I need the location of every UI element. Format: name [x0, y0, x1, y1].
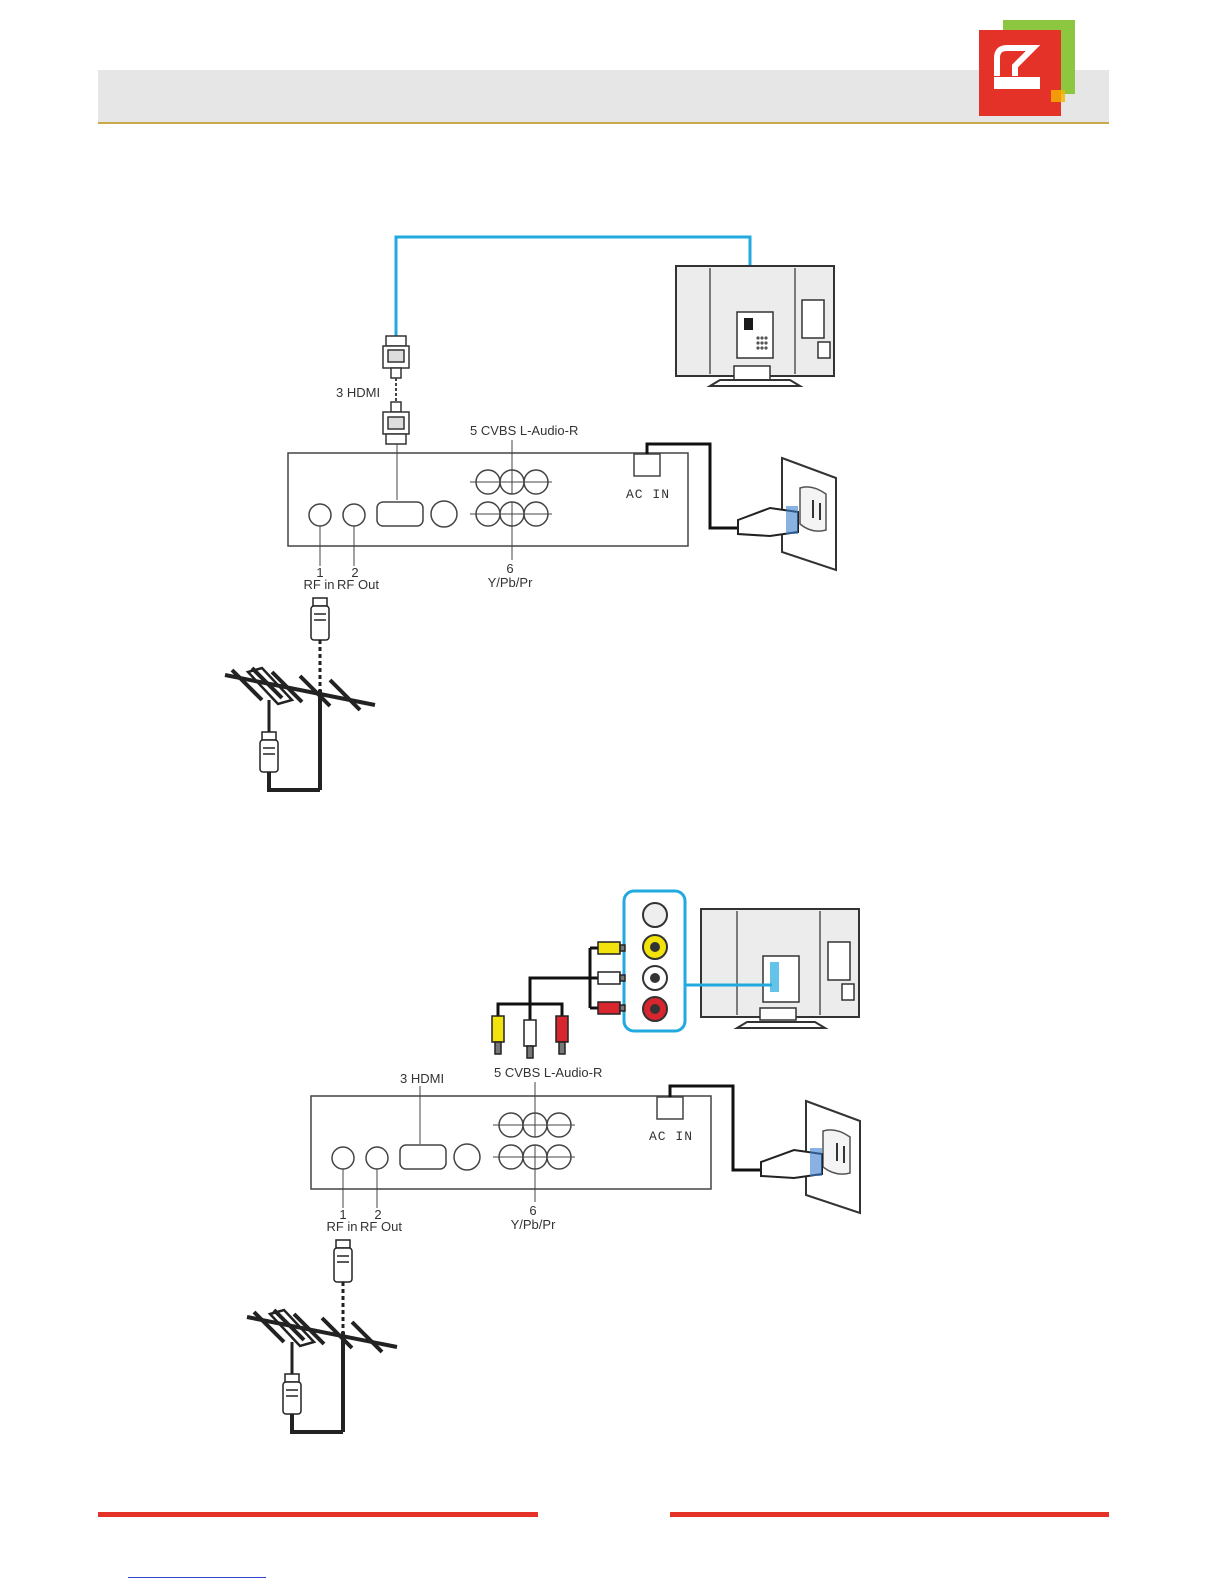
tv-back-1	[676, 266, 834, 386]
hdmi-port-label-2: 3 HDMI	[400, 1072, 444, 1086]
antenna-1	[225, 668, 375, 790]
rca-plugs-box-end	[492, 1016, 568, 1058]
set-top-box-rear-1	[288, 440, 688, 566]
rf-in-label-2: RF in	[326, 1220, 357, 1234]
antenna-2	[247, 1310, 397, 1432]
rf-plug-antenna-1	[260, 732, 278, 772]
rf-plug-top-2	[334, 1240, 352, 1282]
rca-plugs-tv-end	[598, 942, 625, 1014]
tv-back-2	[701, 909, 859, 1028]
cvbs-audio-label-2: 5 CVBS L-Audio-R	[494, 1066, 602, 1080]
rf-in-label: RF in	[303, 578, 334, 592]
hdmi-plug-top	[383, 336, 409, 378]
rf-plug-top-1	[311, 598, 329, 640]
rf-plug-antenna-2	[283, 1374, 301, 1414]
ypbpr-label-2: Y/Pb/Pr	[511, 1218, 556, 1232]
av-input-panel	[624, 891, 685, 1031]
wall-outlet-2	[761, 1101, 860, 1213]
hdmi-port-label: 3 HDMI	[336, 386, 380, 400]
rca-cable	[498, 948, 598, 1020]
set-top-box-rear-2	[311, 1082, 711, 1208]
footer-rule-left	[98, 1512, 538, 1517]
ac-in-label-2: AC IN	[649, 1130, 693, 1144]
footer-link-underline[interactable]	[128, 1577, 266, 1578]
ac-in-label: AC IN	[626, 488, 670, 502]
cvbs-audio-label: 5 CVBS L-Audio-R	[470, 424, 578, 438]
ypbpr-number: 6	[506, 562, 513, 576]
hdmi-plug-bottom	[383, 402, 409, 444]
rf-out-label-2: RF Out	[360, 1220, 402, 1234]
ypbpr-label: Y/Pb/Pr	[488, 576, 533, 590]
wall-outlet-1	[738, 458, 836, 570]
ypbpr-number-2: 6	[529, 1204, 536, 1218]
footer-rule-right	[670, 1512, 1109, 1517]
rf-out-label: RF Out	[337, 578, 379, 592]
